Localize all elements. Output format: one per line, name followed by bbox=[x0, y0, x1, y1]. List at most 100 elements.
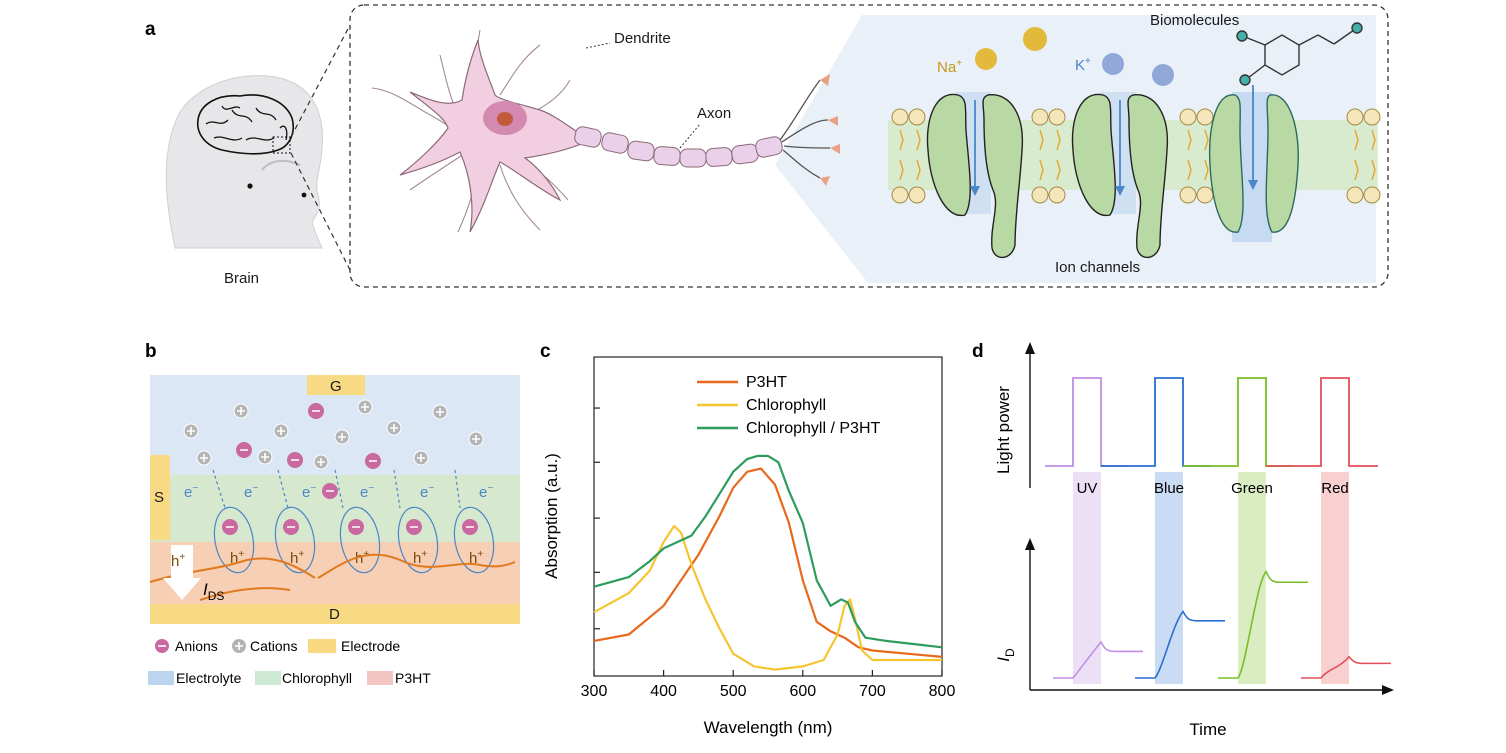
legend-entry-0: P3HT bbox=[746, 374, 787, 391]
pulse-label-3: Red bbox=[1321, 480, 1349, 497]
biomolecule-structure bbox=[1236, 22, 1363, 86]
panel-c-label: c bbox=[540, 341, 551, 362]
pulse-line-2 bbox=[1183, 377, 1293, 467]
ids-arrow: h+ IDS bbox=[163, 545, 224, 603]
series-line-1 bbox=[593, 525, 942, 671]
y-tick-marks bbox=[594, 407, 600, 630]
membrane: Na+ K+ Biomolecules Ion channels bbox=[888, 12, 1381, 276]
zoom-line-bottom bbox=[290, 152, 351, 271]
electron-4: e− bbox=[360, 483, 374, 501]
axon-label: Axon bbox=[697, 105, 731, 122]
id-label: ID bbox=[994, 648, 1017, 662]
p3ht-layer bbox=[150, 542, 520, 604]
x-tick-label: 300 bbox=[581, 683, 608, 700]
brain-label: Brain bbox=[224, 270, 259, 287]
source-label: S bbox=[154, 489, 164, 506]
pulse-line-3 bbox=[1266, 377, 1378, 467]
pulse-line-0 bbox=[1045, 377, 1128, 467]
legend-anions: Anions bbox=[175, 638, 218, 654]
electron-6: e− bbox=[479, 483, 493, 501]
k-label: K+ bbox=[1075, 56, 1091, 74]
hole-1: h+ bbox=[230, 549, 244, 567]
panel-b: b G S D e− e− e− bbox=[145, 341, 520, 686]
ion-channel-2 bbox=[1071, 92, 1169, 259]
pulse-shade-1 bbox=[1155, 472, 1183, 684]
time-label: Time bbox=[1189, 720, 1226, 739]
panel-d: d UV Blue Green Red Light power ID Time bbox=[972, 341, 1394, 739]
ion-channel-3 bbox=[1208, 85, 1299, 242]
k-ion-2 bbox=[1152, 64, 1174, 86]
series-line-2 bbox=[593, 454, 943, 649]
hole-5: h+ bbox=[469, 549, 483, 567]
response-line-2 bbox=[1218, 570, 1308, 679]
pulse-label-2: Green bbox=[1231, 480, 1273, 497]
panel-d-label: d bbox=[972, 341, 984, 362]
exciton-pairs bbox=[213, 506, 495, 574]
legend-chlorophyll: Chlorophyll bbox=[282, 670, 352, 686]
biomolecules-label: Biomolecules bbox=[1150, 12, 1239, 29]
response-line-0 bbox=[1053, 640, 1143, 679]
pulse-shade-3 bbox=[1321, 472, 1349, 684]
electron-2: e− bbox=[244, 483, 258, 501]
pulse-shade-0 bbox=[1073, 472, 1101, 684]
panel-b-label: b bbox=[145, 341, 157, 362]
x-tick-marks: 300 400 500 600 700 800 bbox=[581, 670, 956, 700]
pulse-labels: UV Blue Green Red bbox=[1077, 480, 1349, 497]
gate-electrode bbox=[307, 375, 365, 395]
light-pulses bbox=[1045, 377, 1378, 467]
electrons: e− e− e− e− e− e− bbox=[184, 483, 493, 501]
pulse-label-1: Blue bbox=[1154, 480, 1184, 497]
light-power-label: Light power bbox=[994, 386, 1013, 474]
legend-electrolyte: Electrolyte bbox=[176, 670, 242, 686]
lipid-heads-top bbox=[891, 108, 1381, 126]
zoom-line-top bbox=[290, 24, 351, 138]
drain-label: D bbox=[329, 606, 340, 623]
legend-entry-1: Chlorophyll bbox=[746, 397, 826, 414]
hole-2: h+ bbox=[290, 549, 304, 567]
electron-5: e− bbox=[420, 483, 434, 501]
electron-1: e− bbox=[184, 483, 198, 501]
response-line-1 bbox=[1135, 610, 1225, 679]
x-tick-label: 600 bbox=[789, 683, 816, 700]
legend-electrode: Electrode bbox=[341, 638, 400, 654]
x-tick-label: 700 bbox=[859, 683, 886, 700]
ids-label: IDS bbox=[203, 580, 224, 603]
hole-4: h+ bbox=[413, 549, 427, 567]
x-tick-label: 500 bbox=[720, 683, 747, 700]
pulse-shade-2 bbox=[1238, 472, 1266, 684]
zoom-box bbox=[349, 4, 1389, 288]
y-axis-label: Absorption (a.u.) bbox=[542, 453, 561, 579]
panel-c: c 300 400 500 600 700 800 P3HT ChlorophyllChlo… bbox=[540, 341, 955, 737]
arrow-hole-label: h+ bbox=[171, 552, 185, 570]
series-lines bbox=[593, 454, 943, 671]
dendrite-label: Dendrite bbox=[614, 30, 671, 47]
x-tick-label: 800 bbox=[929, 683, 956, 700]
pulse-label-0: UV bbox=[1077, 480, 1098, 497]
lipid-heads-bottom bbox=[891, 186, 1381, 204]
response-line-3 bbox=[1301, 655, 1391, 679]
panel-b-legend: Anions Cations Electrode Electrolyte Chl… bbox=[148, 638, 431, 686]
panel-a-label: a bbox=[145, 19, 156, 40]
na-label: Na+ bbox=[937, 58, 962, 76]
pulse-line-1 bbox=[1101, 377, 1210, 467]
electron-3: e− bbox=[302, 483, 316, 501]
plot-frame bbox=[593, 356, 943, 677]
legend-entry-2: Chlorophyll / P3HT bbox=[746, 420, 881, 437]
source-electrode bbox=[150, 455, 170, 540]
ion-channels-label: Ion channels bbox=[1055, 259, 1140, 276]
ion-channel-1 bbox=[926, 92, 1024, 259]
neuron: Dendrite Axon bbox=[371, 29, 840, 233]
panel-a: a Brain bbox=[145, 4, 1389, 288]
drain-electrode bbox=[150, 604, 520, 624]
x-axis-label: Wavelength (nm) bbox=[704, 718, 833, 737]
x-tick-label: 400 bbox=[650, 683, 677, 700]
na-ion-1 bbox=[975, 48, 997, 70]
head-illustration: Brain bbox=[165, 75, 323, 287]
na-ion-2 bbox=[1023, 27, 1047, 51]
legend-p3ht: P3HT bbox=[395, 670, 431, 686]
legend-cations: Cations bbox=[250, 638, 297, 654]
pulse-shades bbox=[1073, 472, 1349, 684]
gate-label: G bbox=[330, 378, 342, 395]
